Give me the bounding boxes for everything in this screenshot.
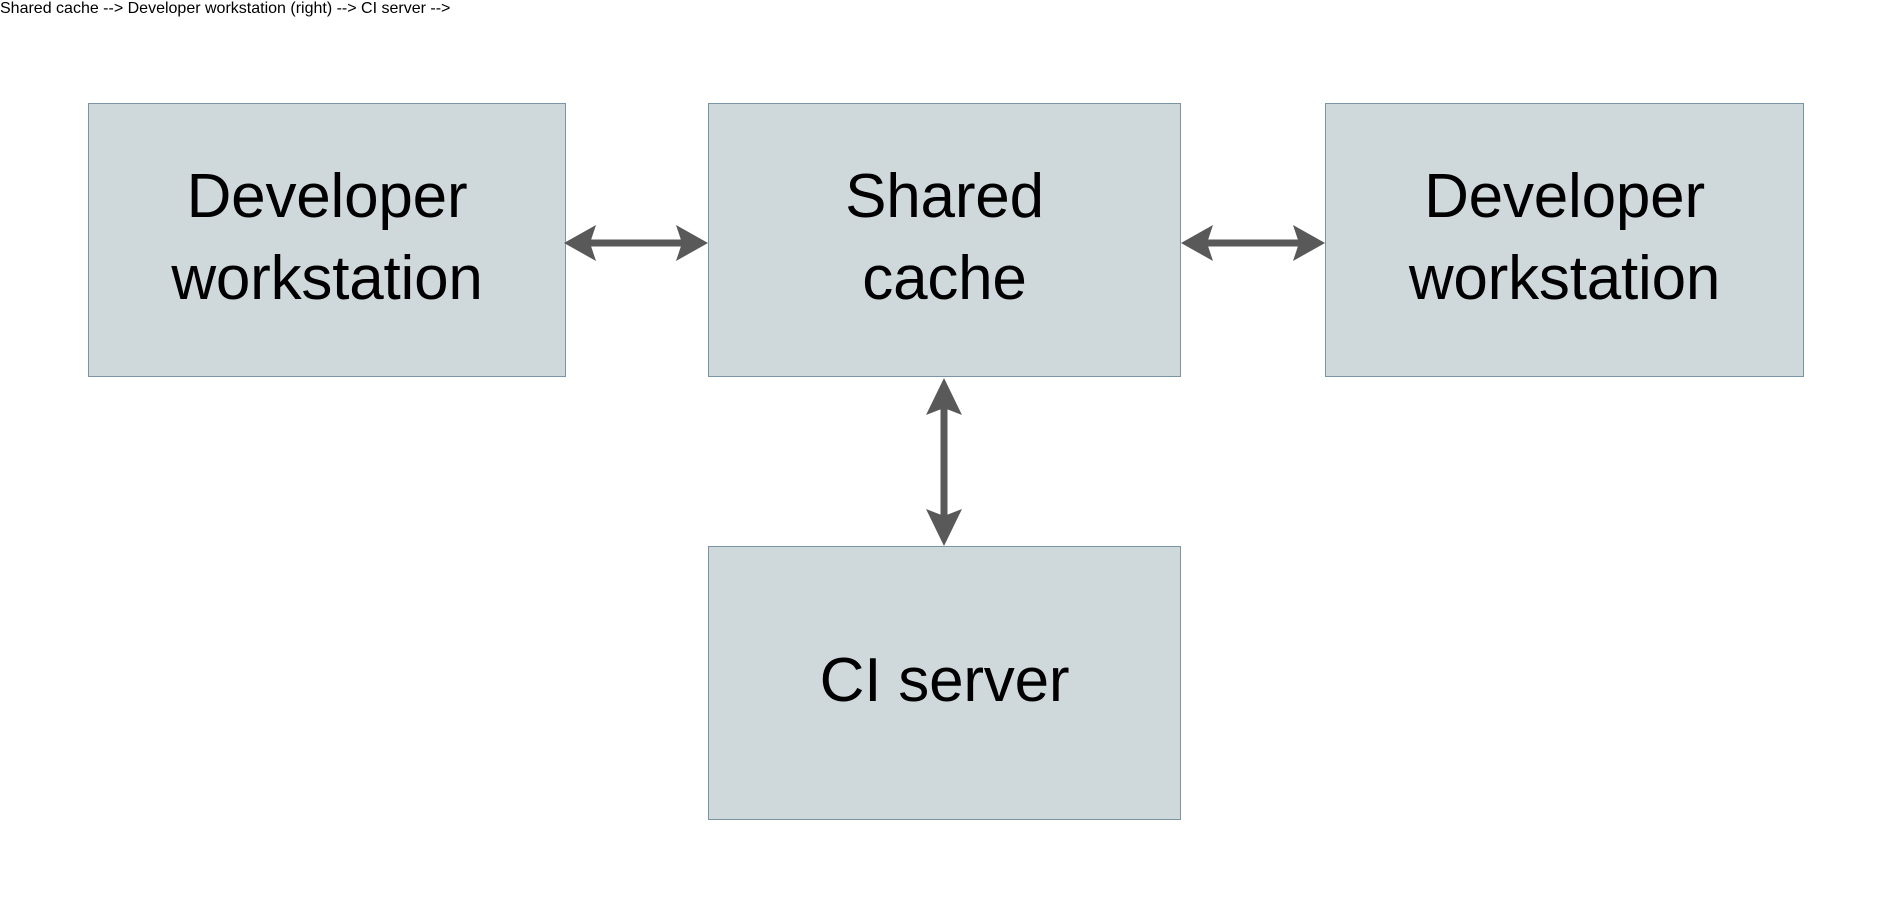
node-ci-server[interactable]: CI server	[708, 546, 1181, 820]
node-shared-cache[interactable]: Shared cache	[708, 103, 1181, 377]
node-label: Shared cache	[845, 161, 1044, 313]
node-developer-workstation-left[interactable]: Developer workstation	[88, 103, 566, 377]
node-label: CI server	[819, 645, 1070, 715]
edge-shared-cache-to-dev-right-double-arrow-icon	[1181, 225, 1325, 261]
edge-dev-left-to-shared-cache-double-arrow-icon	[564, 225, 708, 261]
node-label: Developer workstation	[171, 161, 483, 313]
node-label: Developer workstation	[1408, 161, 1721, 313]
node-developer-workstation-right[interactable]: Developer workstation	[1325, 103, 1804, 377]
edge-shared-cache-to-ci-server-double-arrow-icon	[926, 378, 962, 546]
